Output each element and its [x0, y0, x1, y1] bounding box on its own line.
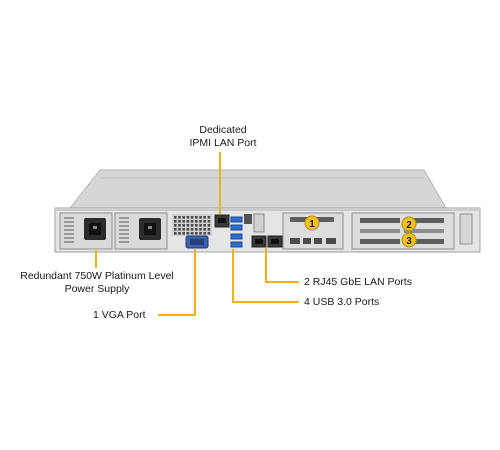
vent-hole: [174, 232, 177, 235]
power-supply-2: [114, 212, 168, 250]
leader-lan: [265, 248, 299, 283]
vent-hole: [207, 220, 211, 223]
vent-hole: [190, 220, 194, 223]
vent-hole: [190, 224, 194, 227]
vent-hole: [186, 232, 190, 235]
vga-callout: 1 VGA Port: [93, 309, 146, 321]
leader-vga: [158, 249, 196, 316]
vent-hole: [182, 220, 185, 223]
vent-hole: [203, 224, 206, 227]
vent-hole: [186, 220, 190, 223]
svg-text:1: 1: [309, 219, 315, 230]
vent-hole: [190, 228, 194, 231]
vent-hole: [186, 228, 190, 231]
vent-hole: [195, 232, 198, 235]
leader-usb: [232, 249, 299, 303]
vent-hole: [182, 216, 185, 219]
slot-badge-2: 2: [401, 216, 417, 232]
vent-hole: [195, 216, 198, 219]
vent-hole: [203, 216, 206, 219]
vent-hole: [195, 228, 198, 231]
slot-badge-3: 3: [401, 232, 417, 248]
vent-hole: [178, 216, 181, 219]
usb-ports: [230, 216, 243, 248]
vent-hole: [203, 232, 206, 235]
psu-callout: Redundant 750W Platinum Level Power Supp…: [20, 270, 174, 296]
vent-hole: [174, 216, 177, 219]
vent-hole: [203, 220, 206, 223]
vent-hole: [178, 224, 181, 227]
vent-hole: [207, 228, 211, 231]
vent-hole: [199, 232, 202, 235]
vent-hole: [195, 220, 198, 223]
vent-hole: [174, 224, 177, 227]
vent-hole: [207, 224, 211, 227]
vent-hole: [203, 228, 206, 231]
ipmi-callout-line1: Dedicated: [199, 124, 247, 136]
vent-hole: [182, 228, 185, 231]
chassis-top: [68, 169, 447, 209]
psu-callout-line2: Power Supply: [64, 283, 130, 295]
ipmi-callout-line2: IPMI LAN Port: [189, 137, 257, 149]
vent-hole: [199, 224, 202, 227]
vent-hole: [186, 216, 190, 219]
vent-hole: [207, 216, 211, 219]
vent-grid: [172, 214, 212, 236]
vent-hole: [182, 224, 185, 227]
vent-hole: [190, 216, 194, 219]
psu-callout-line1: Redundant 750W Platinum Level: [20, 270, 174, 282]
vent-hole: [174, 228, 177, 231]
vent-hole: [174, 220, 177, 223]
svg-text:2: 2: [406, 220, 412, 231]
vent-hole: [186, 224, 190, 227]
vent-hole: [182, 232, 185, 235]
vent-hole: [178, 220, 181, 223]
vent-hole: [195, 224, 198, 227]
usb-callout: 4 USB 3.0 Ports: [304, 296, 380, 308]
slot-badge-1: 1: [304, 215, 320, 231]
power-supply-1: [59, 212, 113, 250]
vent-hole: [178, 232, 181, 235]
rj45-lan-ports: [251, 235, 283, 248]
svg-text:3: 3: [406, 236, 412, 247]
vent-hole: [207, 232, 211, 235]
vent-hole: [199, 228, 202, 231]
vent-hole: [178, 228, 181, 231]
leader-lines: [95, 152, 299, 316]
vga-port: [185, 235, 209, 249]
vent-hole: [199, 220, 202, 223]
ipmi-callout: Dedicated IPMI LAN Port: [178, 124, 268, 150]
lan-callout: 2 RJ45 GbE LAN Ports: [304, 276, 412, 288]
vent-hole: [190, 232, 194, 235]
vent-hole: [199, 216, 202, 219]
